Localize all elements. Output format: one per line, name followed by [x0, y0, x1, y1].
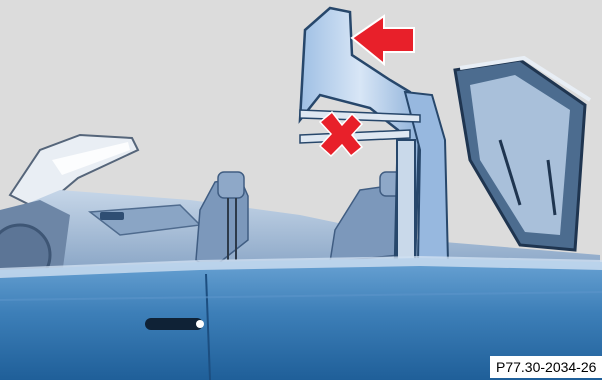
door-handle — [145, 318, 204, 330]
trunk-lid — [455, 58, 590, 250]
arrow-left-icon — [352, 16, 414, 64]
figure-reference-code: P77.30-2034-26 — [490, 356, 602, 378]
rear-seat — [330, 172, 405, 262]
